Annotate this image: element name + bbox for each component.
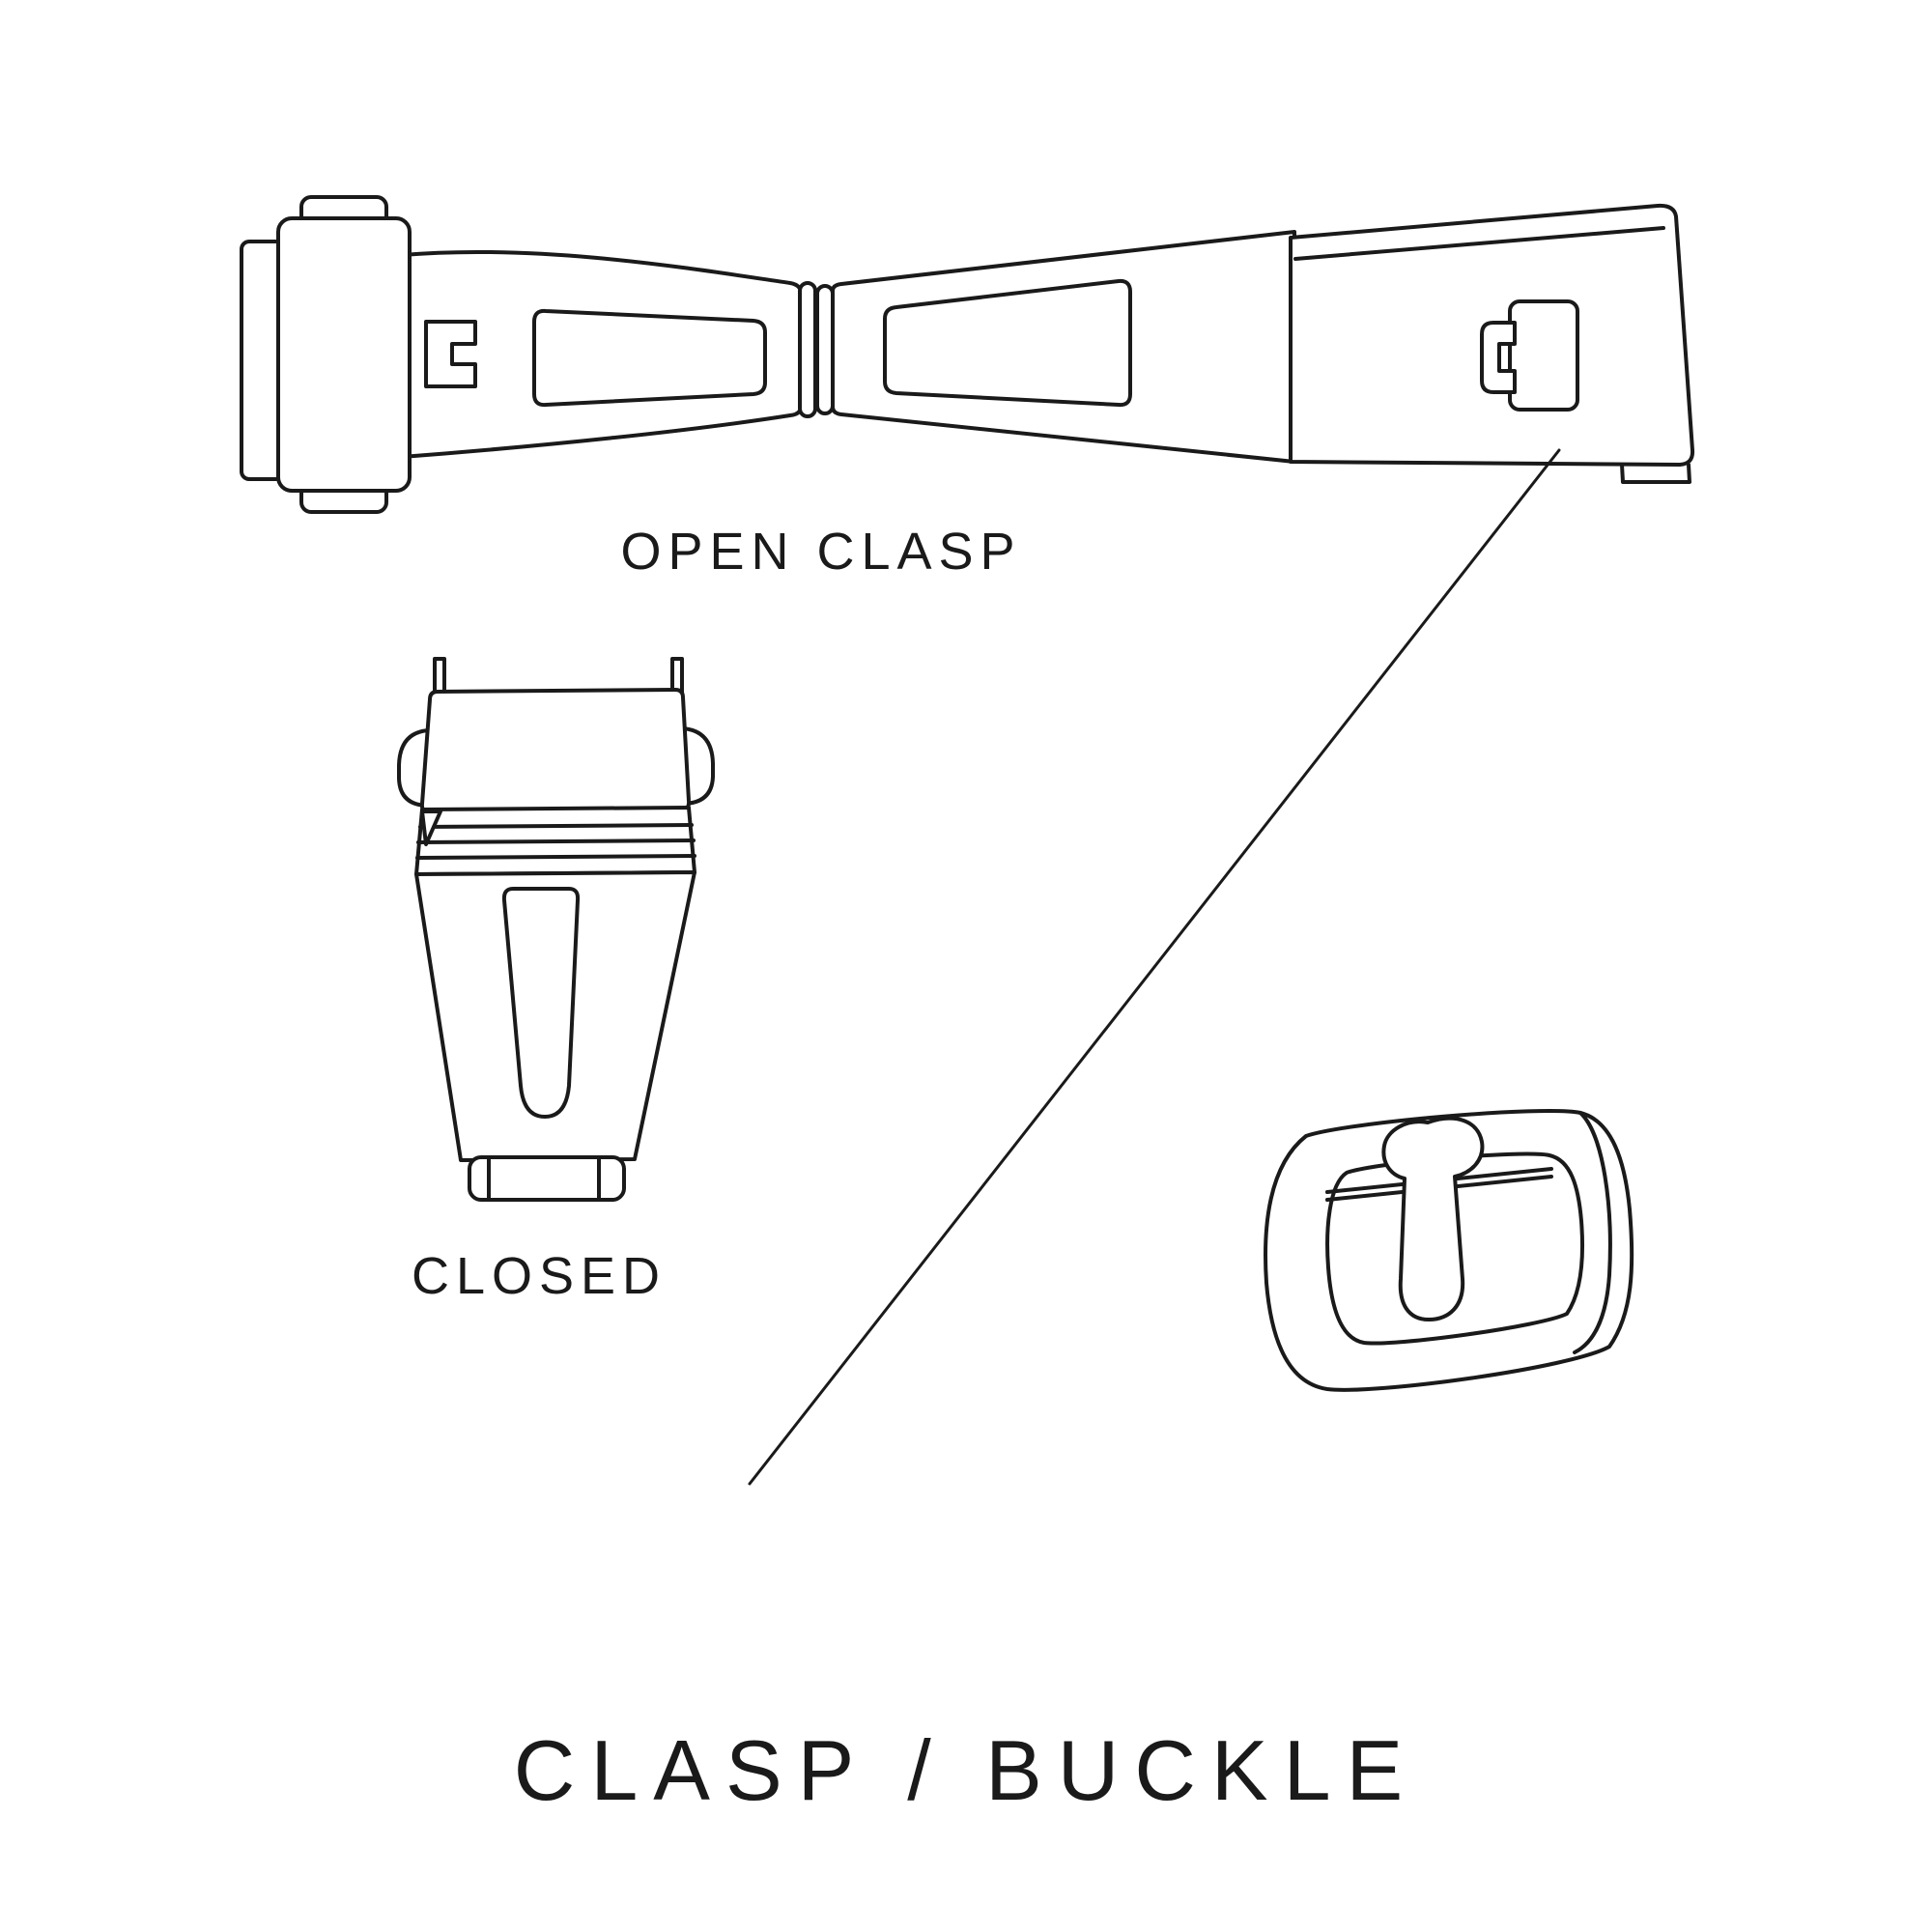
diagram-title: CLASP / BUCKLE xyxy=(513,1722,1419,1818)
open-clasp-drawing xyxy=(240,195,1695,514)
divider-line xyxy=(748,448,1561,1486)
tang-buckle-drawing xyxy=(1264,1109,1634,1392)
open-clasp-caption: OPEN CLASP xyxy=(620,523,1022,581)
closed-clasp-caption: CLOSED xyxy=(411,1247,668,1305)
closed-clasp-drawing xyxy=(397,657,715,1202)
